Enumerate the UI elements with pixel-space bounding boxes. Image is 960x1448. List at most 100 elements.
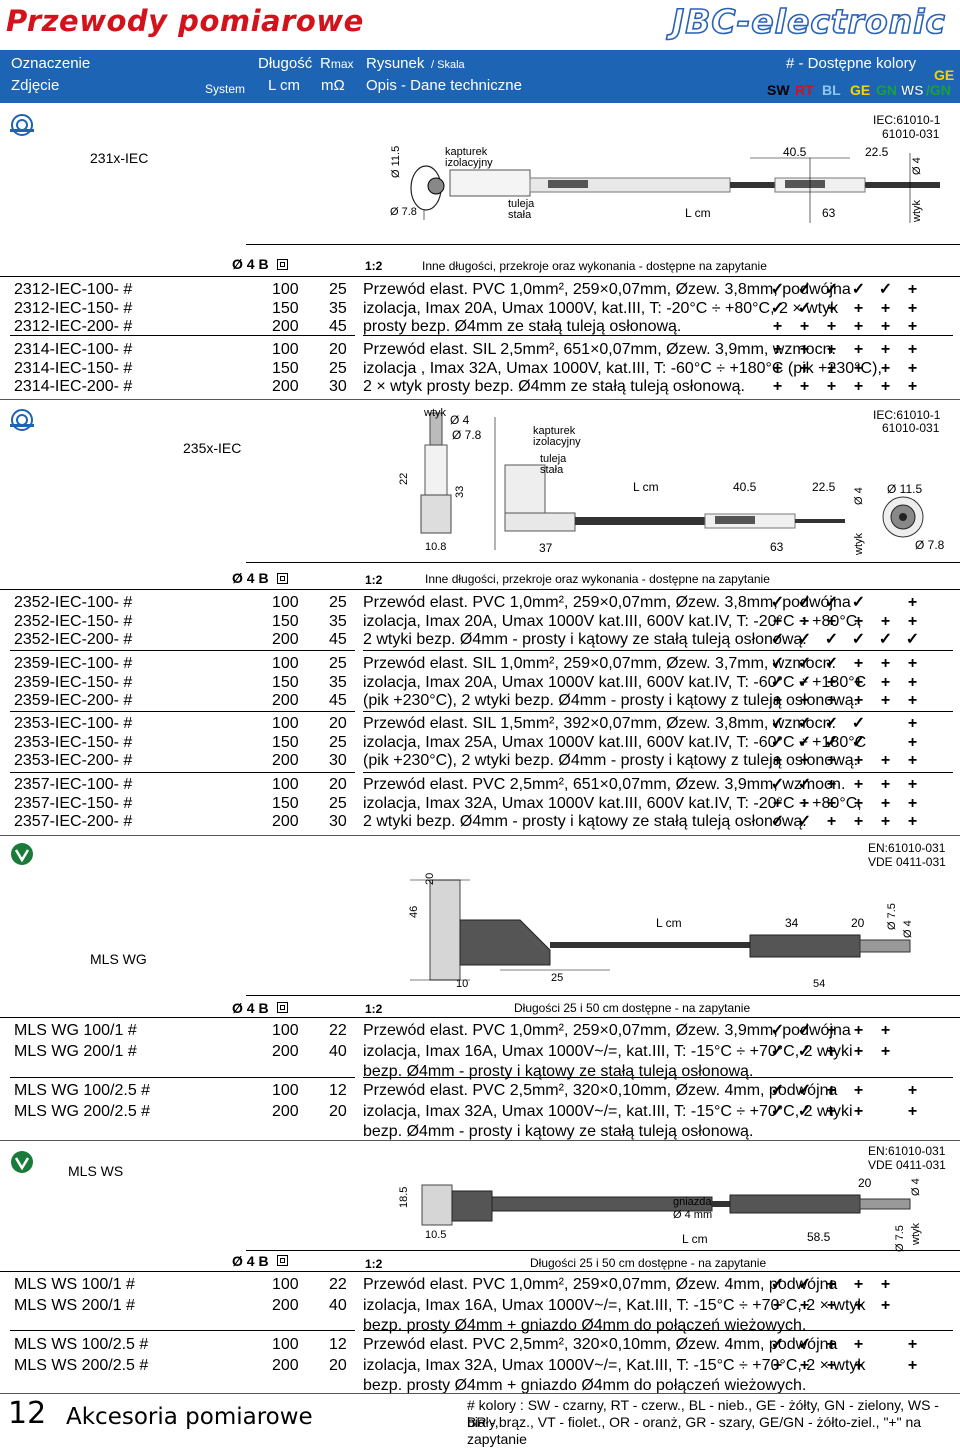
dim-54: 54 (813, 978, 826, 990)
availability-mark: + (826, 378, 837, 395)
availability-mark: ✓ (770, 673, 785, 691)
availability-mark: + (880, 359, 891, 377)
availability-mark: + (853, 1042, 864, 1060)
availability-mark: + (772, 752, 783, 769)
availability-mark: + (826, 813, 837, 830)
availability-mark: ✓ (797, 673, 812, 691)
product-resistance: 35 (329, 299, 347, 317)
color-availability-row: ++++++ (764, 692, 926, 710)
availability-mark: + (853, 341, 864, 358)
availability-mark: + (799, 359, 810, 377)
product-resistance: 45 (329, 631, 347, 648)
color-availability-row: +++++ (764, 1297, 926, 1315)
availability-mark: + (799, 1296, 810, 1314)
col-rmax: Rmax (320, 55, 354, 72)
product-description-line: 2 wtyki bezp. Ø4mm - prosty i kątowy ze … (363, 631, 807, 648)
product-code: 2357-IEC-200- # (14, 813, 133, 830)
product-code: 2314-IEC-150- # (14, 359, 133, 377)
col-lcm: L cm (268, 77, 300, 94)
product-length: 100 (272, 1336, 299, 1353)
availability-mark: ✓ (905, 631, 920, 648)
product-code: MLS WS 200/2.5 # (14, 1356, 149, 1374)
availability-mark: ✓ (770, 733, 785, 751)
availability-mark: + (907, 359, 918, 377)
dim-10-5: 10.5 (425, 1229, 447, 1241)
availability-mark: ✓ (770, 655, 785, 672)
product-description-line: izolacja, Imax 16A, Umax 1000V~/=, Kat.I… (363, 1296, 866, 1314)
product-description-line: izolacja, Imax 20A, Umax 1000V, kat.III,… (363, 299, 839, 317)
availability-mark: ✓ (851, 281, 866, 298)
sub-o4b: Ø 4 B (232, 570, 269, 586)
dim-lcm: L cm (656, 916, 682, 930)
product-resistance: 20 (329, 1356, 347, 1374)
availability-mark: ✓ (878, 281, 893, 298)
availability-mark: + (907, 299, 918, 317)
availability-mark: + (907, 1082, 918, 1099)
dim-lcm: L cm (633, 480, 659, 494)
availability-mark: + (772, 341, 783, 358)
availability-mark: + (772, 612, 783, 630)
product-code: MLS WG 100/1 # (14, 1022, 137, 1039)
availability-mark: + (880, 378, 891, 395)
availability-mark: ✓ (770, 1276, 785, 1293)
dim-o11-5: Ø 11.5 (887, 482, 923, 496)
brand-logo: JBC-electronic (671, 1, 946, 42)
dim-o7-5: Ø 7.5 (894, 1225, 906, 1252)
label-izolacyjny: izolacyjny (445, 157, 493, 169)
sub-scale: 1:2 (365, 573, 383, 587)
availability-mark: ✓ (770, 281, 785, 298)
page-title: Przewody pomiarowe (6, 4, 364, 38)
dim-63: 63 (770, 540, 784, 554)
product-length: 100 (272, 281, 299, 298)
availability-mark: + (826, 1022, 837, 1039)
product-length: 200 (272, 813, 299, 830)
dim-22-5: 22.5 (865, 145, 889, 159)
product-length: 150 (272, 359, 299, 377)
dim-33: 33 (454, 485, 466, 498)
page-number: 12 (8, 1396, 47, 1431)
product-description-line: Przewód elast. PVC 2,5mm², 320×0,10mm, Ø… (363, 1336, 838, 1353)
product-resistance: 35 (329, 673, 347, 691)
availability-mark: + (772, 359, 783, 377)
sub-scale: 1:2 (365, 1002, 383, 1016)
availability-mark: ✓ (878, 631, 893, 648)
color-availability-row: ++++++ (764, 795, 926, 813)
product-resistance: 45 (329, 318, 347, 335)
dim-20: 20 (424, 872, 436, 885)
availability-mark: + (880, 776, 891, 793)
availability-mark: + (853, 299, 864, 317)
availability-mark: + (799, 752, 810, 769)
availability-mark: + (880, 1042, 891, 1060)
standard-iec: IEC:61010-1 (873, 113, 941, 127)
color-availability-row: ++++++ (764, 752, 926, 770)
label-kapturek: kapturek (533, 425, 576, 437)
cable-drawing-mls-wg (410, 879, 911, 981)
availability-mark: ✓ (770, 631, 785, 648)
availability-mark: ✓ (797, 594, 812, 611)
color-legend-line-2: BR - brąz., VT - fiolet., OR - oranż, GR… (467, 1414, 922, 1447)
cable-drawing-mls-ws (421, 1184, 911, 1226)
system-label: 235x-IEC (183, 440, 242, 456)
product-resistance: 25 (329, 359, 347, 377)
availability-mark: ✓ (770, 1102, 785, 1120)
square-box-icon (277, 1002, 288, 1013)
product-resistance: 22 (329, 1022, 347, 1039)
color-availability-row: ✓✓✓✓✓✓ (764, 631, 926, 649)
color-availability-row: ✓✓++++ (764, 674, 926, 692)
product-resistance: 25 (329, 733, 347, 751)
product-length: 200 (272, 1296, 299, 1314)
sub-scale: 1:2 (365, 259, 383, 273)
availability-mark: ✓ (797, 776, 812, 793)
product-resistance: 20 (329, 1102, 347, 1120)
color-availability-row: ✓✓✓✓+ (764, 734, 926, 752)
availability-mark: + (826, 1042, 837, 1060)
availability-mark: + (907, 692, 918, 709)
dim-o4: Ø 4 (902, 920, 914, 938)
label-tuleja: tuleja (508, 198, 535, 210)
availability-mark: ✓ (770, 776, 785, 793)
dim-10: 10 (456, 978, 469, 990)
col-dlugosc: Długość (258, 55, 313, 72)
availability-mark: ✓ (851, 631, 866, 648)
availability-mark: + (853, 318, 864, 335)
availability-mark: + (799, 318, 810, 335)
